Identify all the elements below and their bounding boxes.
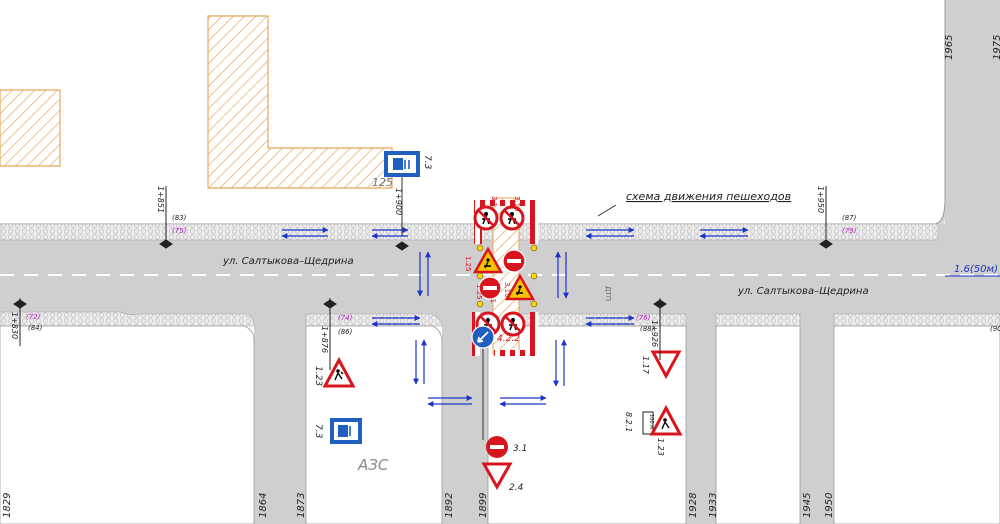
- lot-5: [833, 325, 1000, 524]
- chainage-point-alt-1: (75): [172, 227, 187, 235]
- lot-1: [0, 325, 255, 524]
- barrier-code-b: 1.25: [464, 256, 472, 272]
- chainage-point-alt-5: (86): [338, 328, 353, 336]
- buildings: 125: [0, 15, 393, 189]
- annotations: схема движения пешеходов ул. Салтыкова–Щ…: [222, 190, 1000, 333]
- chainage-label-6: 1+926: [650, 320, 659, 347]
- right-edge-label: (90: [990, 325, 1000, 333]
- chainage-markers: [13, 186, 833, 370]
- tick-1873: 1873: [296, 493, 307, 518]
- chainage-point-1: (83): [172, 214, 187, 222]
- gas-station-label: АЗС: [357, 456, 389, 474]
- barrier-code-e: 3.1: [490, 196, 498, 207]
- no-pedestrians-sign-top-1: [473, 205, 499, 231]
- sidewalk-north: [0, 223, 939, 241]
- warn-code-left: 1.23: [313, 366, 323, 386]
- road-outline: [0, 0, 946, 225]
- pedestrian-scheme-title: схема движения пешеходов: [626, 190, 791, 203]
- entry-signs-bottom: 3.1 2.4: [481, 436, 527, 493]
- barrier-top: [474, 200, 538, 206]
- distance-plate: [642, 411, 654, 435]
- chainage-label-3: 1+950: [816, 186, 825, 213]
- side-street-4: [800, 310, 834, 524]
- barrier-bottom-right: [530, 312, 538, 356]
- fuel-service-sign-top: 7.3: [384, 151, 432, 236]
- barrier-code-f: 3.1: [489, 292, 497, 303]
- chainage-point-alt-6: (88): [640, 325, 655, 333]
- yield-code: 2.4: [509, 483, 524, 493]
- chainage-point-5: (74): [338, 314, 353, 322]
- detour-code: 4.2.2: [497, 334, 520, 344]
- tick-1975: 1975: [992, 35, 1000, 60]
- barrier-code-a: 3.10: [513, 196, 521, 212]
- right-sign-stack: 1.17 100 м 8.2.1 1.23: [624, 350, 683, 456]
- warning-lamps: [476, 244, 538, 308]
- chainage-label-1: 1+851: [156, 186, 165, 213]
- chainage-label-5: 1+876: [320, 326, 329, 353]
- side-street-1: [254, 310, 306, 524]
- lot-4: [715, 325, 801, 524]
- sidewalk-south-2: [305, 313, 443, 327]
- chainage-point-alt-4: (84): [28, 324, 43, 332]
- sidewalk-south-4: [715, 313, 801, 327]
- no-entry-sign-2: [478, 276, 502, 300]
- tick-1899: 1899: [478, 493, 489, 518]
- tick-1965: 1965: [944, 35, 955, 60]
- building-l-shaped: [207, 15, 393, 189]
- sidewalk-north-corner: [938, 216, 945, 224]
- barrier-top-right: [530, 204, 538, 244]
- barrier-code-d: 1.25: [475, 284, 483, 300]
- building-left: [0, 89, 61, 167]
- zone-label: ДТП: [604, 286, 612, 301]
- chainage-labels: 1+851 (83) (75) 1+900 1+950 (87) (79) 1+…: [10, 186, 857, 353]
- left-sign-stack: 1.23 7.3 АЗС: [313, 356, 389, 474]
- no-entry-code: 3.1: [513, 444, 527, 454]
- right-lower-code: 1.23: [656, 438, 665, 456]
- chainage-label-2: 1+900: [394, 188, 403, 215]
- yield-sign: [481, 462, 513, 491]
- right-plate-code: 8.2.1: [624, 412, 633, 432]
- speed-label: 1.6(50м): [954, 264, 998, 275]
- chainage-point-3: (87): [842, 214, 857, 222]
- chainage-point-alt-3: (79): [842, 227, 857, 235]
- chainage-point-4: (72): [26, 313, 41, 321]
- no-pedestrians-sign-bottom-2: [500, 311, 526, 337]
- sidewalk-south-5: [833, 313, 1000, 327]
- tick-1933: 1933: [708, 493, 719, 518]
- detour-sign: 4.2.2: [471, 325, 520, 440]
- lot-2: [305, 325, 443, 524]
- street-label-left: ул. Салтыкова–Щедрина: [222, 256, 354, 267]
- barrier-bottom: [494, 350, 538, 356]
- side-street-3: [686, 310, 716, 524]
- roadworks-zone: 3.10 1.25 3.10 1.25 3.1 3.1 ДТП: [464, 196, 612, 356]
- tick-1928: 1928: [688, 493, 699, 518]
- no-pedestrians-sign-top-2: [499, 205, 525, 231]
- children-warning-sign-left: [322, 356, 356, 388]
- building-number: 125: [372, 176, 393, 189]
- top-ticks: 1965 1975: [944, 35, 1000, 60]
- service-code-left: 7.3: [313, 424, 323, 439]
- tick-1950: 1950: [824, 493, 835, 518]
- tick-1892: 1892: [444, 493, 455, 518]
- service-code-top: 7.3: [422, 155, 432, 170]
- no-entry-sign-1: [502, 249, 526, 273]
- road-works-sign-1: [472, 246, 504, 274]
- plate-text: 100 м: [648, 414, 654, 429]
- bottom-ticks: 1829 1864 1873 1892 1899 1928 1933 1945 …: [2, 493, 835, 518]
- street-label-right: ул. Салтыкова–Щедрина: [737, 286, 869, 297]
- tick-1945: 1945: [802, 493, 813, 518]
- road-works-sign-2: [504, 273, 536, 301]
- sidewalk-south-1: [0, 311, 255, 327]
- chainage-point-6: (76): [636, 314, 651, 322]
- chainage-label-4: 1+830: [10, 312, 19, 339]
- pedestrian-arrows: [281, 227, 749, 407]
- right-upper-code: 1.17: [641, 356, 650, 375]
- tick-1864: 1864: [258, 493, 269, 518]
- barrier-code-c: 3.10: [503, 282, 511, 298]
- tick-1829: 1829: [2, 493, 13, 518]
